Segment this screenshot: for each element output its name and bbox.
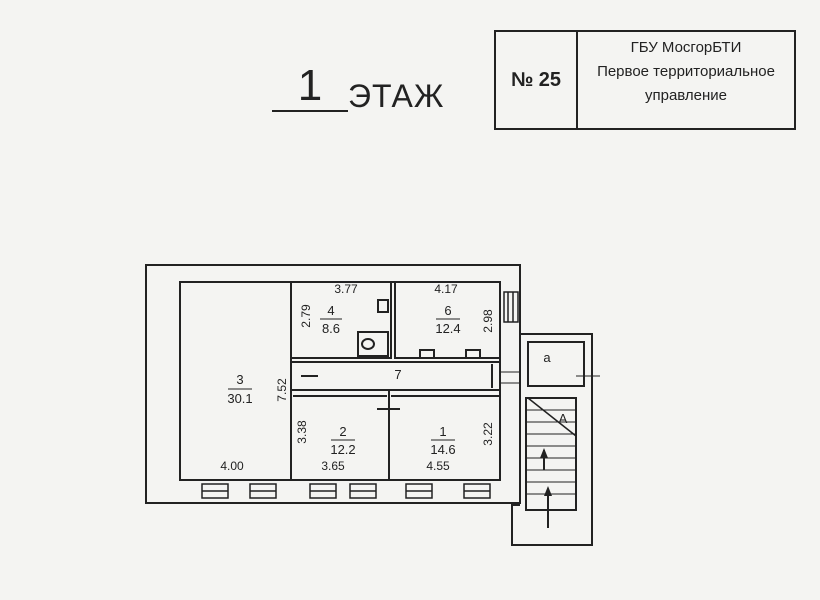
dim-label: 3.22 (481, 422, 495, 446)
radiator-fixture (419, 349, 435, 359)
room-4-outline (290, 281, 392, 359)
sink-fixture (377, 299, 389, 313)
room-4-area: 8.6 (322, 321, 340, 336)
dim-label: 4.00 (220, 459, 244, 473)
dim-label: 3.77 (334, 282, 358, 296)
dim-label: 3.38 (295, 420, 309, 444)
dim-label: 7.52 (275, 378, 289, 402)
toilet-bowl (361, 338, 375, 350)
arrow-up-icon (544, 486, 552, 496)
room-6-number: 6 (444, 303, 451, 318)
dim-label: 4.17 (434, 282, 458, 296)
room-3-area: 30.1 (227, 391, 252, 406)
stair-outline (525, 397, 577, 511)
dim-label: 2.98 (481, 309, 495, 333)
stair-annex-wall (511, 333, 593, 546)
room-1-area: 14.6 (430, 442, 455, 457)
room-6-area: 12.4 (435, 321, 460, 336)
floor-label: ЭТАЖ (348, 78, 445, 114)
dim-label: 4.55 (426, 459, 450, 473)
dim-label: 2.79 (299, 304, 313, 328)
org-line-2: Первое территориальное (597, 63, 775, 80)
stamp-number: № 25 (496, 32, 578, 128)
radiator-fixture (465, 349, 481, 359)
bti-stamp: № 25 ГБУ МосгорБТИ Первое территориально… (494, 30, 796, 130)
org-line-1: ГБУ МосгорБТИ (630, 39, 742, 56)
dim-label: 3.65 (321, 459, 345, 473)
room-7-number: 7 (394, 367, 401, 382)
stair-a-label: А (559, 411, 568, 426)
stamp-organization: ГБУ МосгорБТИ Первое территориальное упр… (578, 36, 794, 108)
room-a-label: а (543, 350, 551, 365)
room-2-area: 12.2 (330, 442, 355, 457)
room-3-number: 3 (236, 372, 243, 387)
room-4-number: 4 (327, 303, 334, 318)
arrow-up-icon (540, 448, 548, 458)
vent-grille (503, 291, 519, 323)
room-a-outline (527, 341, 585, 387)
org-line-3: управление (644, 87, 728, 104)
room-2-number: 2 (339, 424, 346, 439)
toilet-fixture (357, 331, 389, 357)
floor-number: 1 (272, 62, 348, 112)
room-6-outline (394, 281, 501, 359)
floor-title: 1 ЭТАЖ (272, 62, 462, 114)
room-1-number: 1 (439, 424, 446, 439)
